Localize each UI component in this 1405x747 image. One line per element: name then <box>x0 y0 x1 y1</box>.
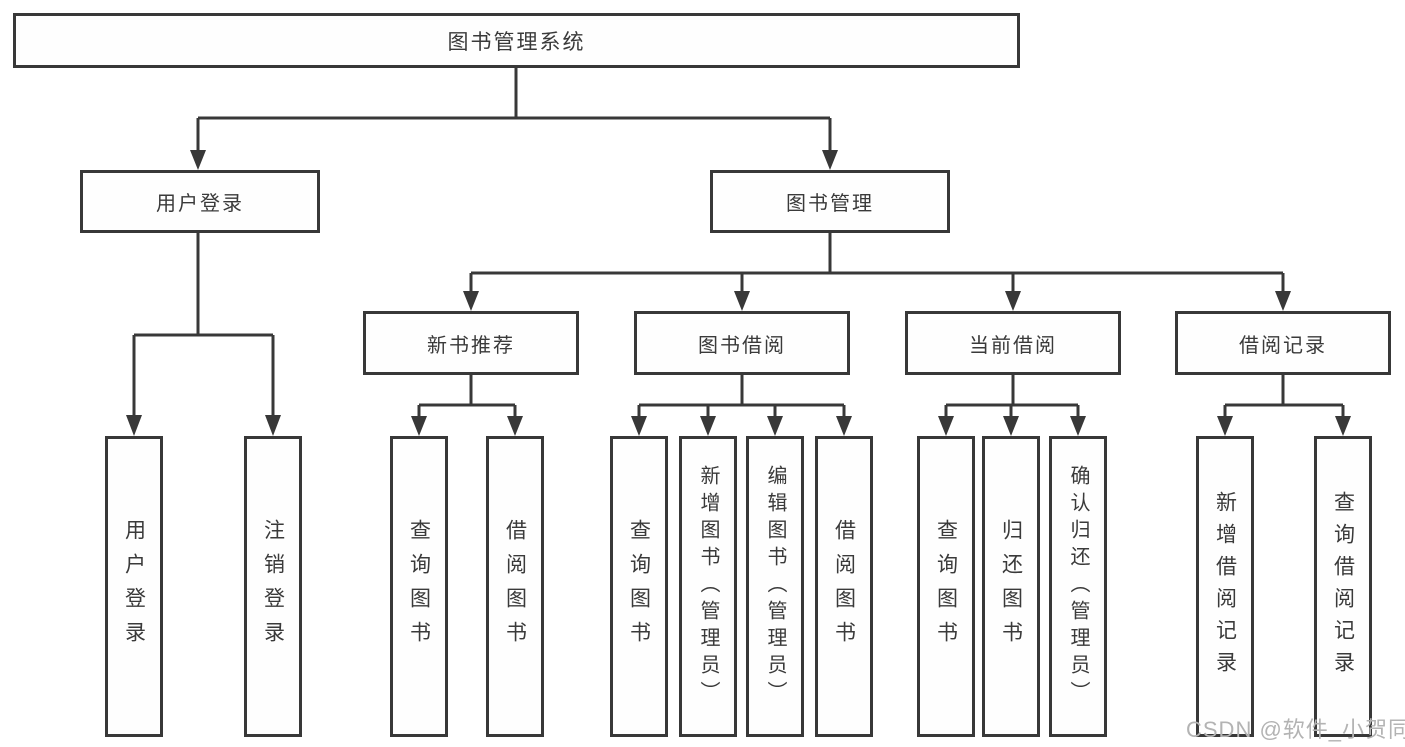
arrowhead <box>463 291 1291 311</box>
arrowhead <box>190 150 838 170</box>
connector-records-children <box>1217 375 1351 436</box>
leaf-current-query: 查询图书 <box>917 436 975 737</box>
arrowhead <box>938 416 1086 436</box>
csdn-watermark: CSDN @软件_小贺同学 <box>1186 717 1405 742</box>
line <box>637 375 846 422</box>
leaf-current-confirm-admin: 确认归还（管理员） <box>1049 436 1107 737</box>
leaf-borrow-borrow: 借阅图书 <box>815 436 873 737</box>
arrowhead <box>126 415 281 436</box>
leaf-borrow-add-admin: 新增图书（管理员） <box>679 436 737 737</box>
line <box>196 68 832 156</box>
connector-root-to-level2 <box>190 68 838 170</box>
arrowhead <box>631 416 852 436</box>
connector-book-mgmt-children <box>463 233 1291 311</box>
connector-user-login-children <box>126 233 281 436</box>
leaf-newbook-borrow: 借阅图书 <box>486 436 544 737</box>
node-book-management: 图书管理 <box>710 170 950 233</box>
connector-new-book-children <box>411 375 523 436</box>
node-system-root: 图书管理系统 <box>13 13 1020 68</box>
node-user-login: 用户登录 <box>80 170 320 233</box>
connector-borrow-children <box>631 375 852 436</box>
leaf-borrow-query: 查询图书 <box>610 436 668 737</box>
node-current-borrow: 当前借阅 <box>905 311 1121 375</box>
line <box>469 233 1285 297</box>
line <box>417 375 517 422</box>
node-new-book-recommend: 新书推荐 <box>363 311 579 375</box>
arrowhead <box>411 416 523 436</box>
leaf-logout: 注销登录 <box>244 436 302 737</box>
leaf-record-add: 新增借阅记录 <box>1196 436 1254 737</box>
node-borrow-records: 借阅记录 <box>1175 311 1391 375</box>
node-book-borrow: 图书借阅 <box>634 311 850 375</box>
leaf-newbook-query: 查询图书 <box>390 436 448 737</box>
line <box>132 233 275 421</box>
leaf-record-query: 查询借阅记录 <box>1314 436 1372 737</box>
leaf-user-login: 用户登录 <box>105 436 163 737</box>
connector-current-children <box>938 375 1086 436</box>
line <box>944 375 1080 422</box>
line <box>1223 375 1345 422</box>
leaf-borrow-edit-admin: 编辑图书（管理员） <box>746 436 804 737</box>
arrowhead <box>1217 416 1351 436</box>
leaf-current-return: 归还图书 <box>982 436 1040 737</box>
